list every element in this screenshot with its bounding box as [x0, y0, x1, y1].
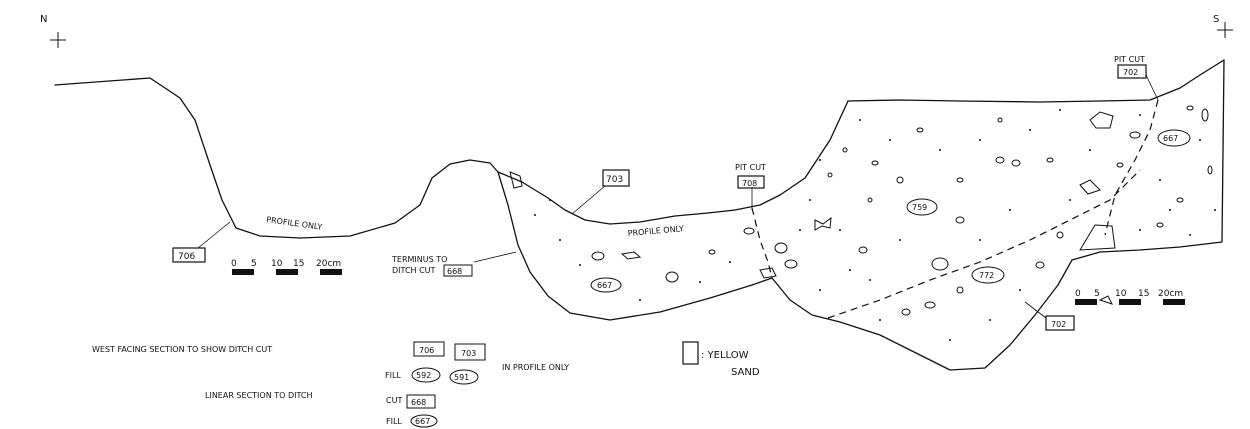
north-label: N [40, 14, 47, 25]
stone-inclusions [509, 105, 1213, 316]
north-compass: N [40, 14, 66, 48]
scale-right-tick-10: 10 [1115, 289, 1127, 299]
note-cut-668: 668 [411, 398, 426, 407]
context-708-label: 708 [742, 179, 757, 188]
section-notes: WEST FACING SECTION TO SHOW DITCH CUT 70… [92, 341, 569, 428]
legend-yellow-sand: : YELLOW SAND [682, 341, 760, 378]
note-fill-a: 592 [416, 371, 431, 380]
scale-left-tick-0: 0 [231, 259, 237, 269]
context-702-bottom-box: 702 [1024, 301, 1075, 331]
note-cut-label: CUT [386, 396, 402, 405]
context-702-bottom-label: 702 [1051, 320, 1066, 329]
pit-cut-708-line [751, 207, 773, 279]
profile-only-label-mid: PROFILE ONLY [627, 224, 684, 238]
scale-right-tick-15: 15 [1138, 289, 1149, 299]
scale-left-tick-5: 5 [251, 259, 257, 269]
ditch-upper-profile [497, 100, 849, 225]
note-fill-667: 667 [415, 417, 430, 426]
note-cut-b: 703 [461, 349, 476, 358]
profile-only-label-left: PROFILE ONLY [266, 215, 323, 232]
context-772-ellipse: 772 [971, 266, 1005, 284]
note-fill-prefix-2: FILL [386, 417, 402, 426]
context-703-box: 703 [571, 169, 630, 215]
internal-cut-lines [751, 99, 1159, 319]
scale-bar-right: 0 5 10 15 20cm [1075, 289, 1185, 305]
scale-left-tick-20: 20cm [316, 259, 341, 269]
cut-772-line [827, 169, 1141, 319]
legend-text-1: : YELLOW [701, 350, 749, 361]
context-667-left-label: 667 [597, 281, 612, 290]
note-fill-prefix: FILL [385, 371, 401, 380]
note-cut-a: 706 [419, 346, 434, 355]
pit-cut-right-text: PIT CUT [1114, 55, 1145, 64]
context-667-right-ellipse: 667 [1157, 129, 1191, 147]
inclusion-dots [534, 109, 1216, 341]
scale-left-tick-15: 15 [293, 259, 304, 269]
context-667-left-ellipse: 667 [590, 277, 622, 293]
profile-lines [54, 59, 1225, 371]
pit-cut-702-line [1104, 99, 1159, 236]
pit-cut-mid-text: PIT CUT [735, 163, 766, 172]
ditch-base-line [497, 171, 773, 321]
ground-surface-line [847, 59, 1225, 103]
left-profile-line [54, 77, 499, 239]
context-759-label: 759 [912, 203, 927, 212]
context-706-box: 706 [172, 221, 231, 263]
context-706-label: 706 [178, 252, 195, 262]
scale-right-tick-5: 5 [1094, 289, 1100, 299]
context-702-top-label: 702 [1123, 68, 1138, 77]
legend-swatch [682, 341, 699, 365]
context-667-right-label: 667 [1163, 134, 1178, 143]
right-base-line [771, 59, 1225, 371]
note-fill-b: 591 [454, 373, 469, 382]
context-759-ellipse: 759 [906, 198, 938, 216]
legend-text-2: SAND [731, 367, 760, 378]
terminus-label: TERMINUS TO DITCH CUT 668 [391, 251, 517, 277]
context-703-label: 703 [606, 175, 623, 185]
note-line-3: LINEAR SECTION TO DITCH [205, 391, 312, 400]
scale-left-tick-10: 10 [271, 259, 283, 269]
south-compass: S [1213, 14, 1233, 38]
pit-cut-708-label: PIT CUT 708 [735, 163, 766, 210]
scale-bar-left: 0 5 10 15 20cm [231, 259, 342, 275]
context-772-label: 772 [979, 271, 994, 280]
terminus-line-1: TERMINUS TO [391, 255, 447, 264]
scale-right-tick-0: 0 [1075, 289, 1081, 299]
scale-right-tick-20: 20cm [1158, 289, 1183, 299]
note-profile-only: IN PROFILE ONLY [502, 363, 569, 372]
context-668-label: 668 [447, 267, 462, 276]
pit-cut-702-label: PIT CUT 702 [1114, 55, 1159, 101]
note-line-1: WEST FACING SECTION TO SHOW DITCH CUT [92, 345, 272, 354]
terminus-line-2: DITCH CUT [392, 266, 436, 275]
south-label: S [1213, 14, 1219, 25]
